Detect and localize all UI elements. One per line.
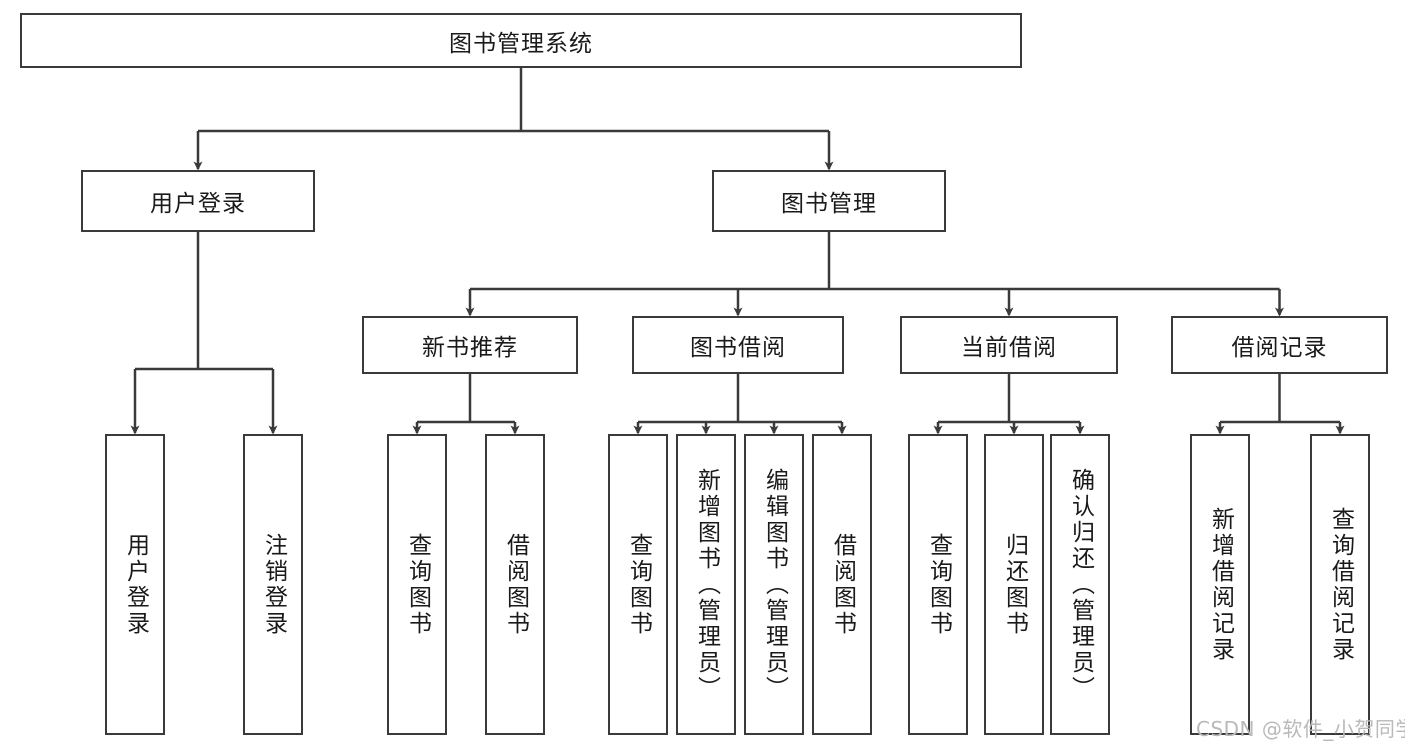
node-label: 借阅记录 xyxy=(1231,335,1328,361)
node-label: 用户登录 xyxy=(122,532,149,637)
node-label: 图书管理系统 xyxy=(449,30,593,57)
node-label: 用户登录 xyxy=(150,191,246,217)
node-current[interactable]: 当前借阅 xyxy=(900,316,1118,374)
node-label: 归还图书 xyxy=(1001,532,1028,637)
node-label: 查询图书 xyxy=(404,532,431,637)
node-bookmgmt[interactable]: 图书管理 xyxy=(712,170,946,232)
node-leaf-cur-2[interactable]: 归还图书 xyxy=(984,434,1044,735)
node-borrow[interactable]: 图书借阅 xyxy=(632,316,844,374)
node-label: 新增图书（管理员） xyxy=(693,467,720,702)
node-label: 查询图书 xyxy=(625,532,652,637)
node-leaf-bor-3[interactable]: 编辑图书（管理员） xyxy=(744,434,804,735)
node-leaf-login-2[interactable]: 注销登录 xyxy=(243,434,303,735)
node-label: 图书借阅 xyxy=(690,335,786,361)
node-login[interactable]: 用户登录 xyxy=(81,170,315,232)
node-label: 当前借阅 xyxy=(961,335,1057,361)
node-leaf-rec-2[interactable]: 查询借阅记录 xyxy=(1310,434,1370,735)
node-leaf-bor-4[interactable]: 借阅图书 xyxy=(812,434,872,735)
node-leaf-bor-2[interactable]: 新增图书（管理员） xyxy=(676,434,736,735)
node-records[interactable]: 借阅记录 xyxy=(1171,316,1388,374)
node-label: 注销登录 xyxy=(260,532,287,637)
node-label: 借阅图书 xyxy=(829,532,856,637)
node-root[interactable]: 图书管理系统 xyxy=(20,13,1022,68)
watermark: CSDN @软件_小贺同学 xyxy=(1196,717,1405,741)
node-label: 编辑图书（管理员） xyxy=(761,467,788,702)
node-leaf-new-1[interactable]: 查询图书 xyxy=(387,434,447,735)
node-leaf-bor-1[interactable]: 查询图书 xyxy=(608,434,668,735)
node-label: 新增借阅记录 xyxy=(1207,506,1234,663)
node-leaf-new-2[interactable]: 借阅图书 xyxy=(485,434,545,735)
node-label: 借阅图书 xyxy=(502,532,529,637)
node-newbook[interactable]: 新书推荐 xyxy=(362,316,578,374)
node-label: 图书管理 xyxy=(781,191,877,217)
node-label: 查询借阅记录 xyxy=(1327,506,1354,663)
node-leaf-cur-3[interactable]: 确认归还（管理员） xyxy=(1050,434,1110,735)
node-leaf-login-1[interactable]: 用户登录 xyxy=(105,434,165,735)
node-label: 新书推荐 xyxy=(422,335,518,361)
node-label: 确认归还（管理员） xyxy=(1067,467,1094,702)
node-label: 查询图书 xyxy=(925,532,952,637)
node-leaf-cur-1[interactable]: 查询图书 xyxy=(908,434,968,735)
node-leaf-rec-1[interactable]: 新增借阅记录 xyxy=(1190,434,1250,735)
